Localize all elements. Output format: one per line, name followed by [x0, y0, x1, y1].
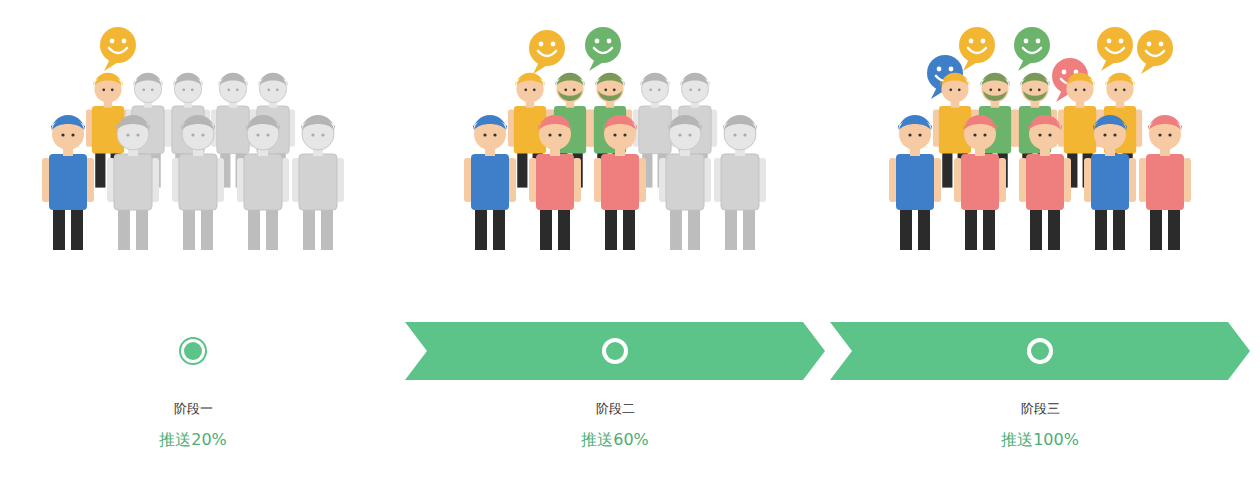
person-figure [107, 115, 159, 250]
crowd-group [889, 27, 1191, 250]
stage-step: 阶段二推送60% [405, 322, 825, 451]
crowd-group [42, 27, 344, 250]
stage-name: 阶段二 [405, 400, 825, 418]
push-ratio: 推送20% [93, 430, 293, 451]
person-figure [954, 115, 1006, 250]
person-figure [659, 115, 711, 250]
push-ratio: 推送60% [405, 430, 825, 451]
push-ratio: 推送100% [830, 430, 1250, 451]
person-figure [529, 115, 581, 250]
person-figure [1084, 115, 1136, 250]
stage-name: 阶段一 [93, 400, 293, 418]
stage-step: 阶段一推送20% [93, 322, 293, 451]
smiley-bubble [585, 27, 621, 71]
person-figure [714, 115, 766, 250]
person-figure [172, 115, 224, 250]
stage-step: 阶段三推送100% [830, 322, 1250, 451]
person-figure [464, 115, 516, 250]
person-figure [1139, 115, 1191, 250]
smiley-bubble [100, 27, 136, 71]
person-figure [889, 115, 941, 250]
stage-name: 阶段三 [830, 400, 1250, 418]
person-figure [42, 115, 94, 250]
smiley-bubble [1137, 30, 1173, 74]
person-figure [237, 115, 289, 250]
smiley-bubble [959, 27, 995, 71]
smiley-bubble [529, 30, 565, 74]
person-figure [1019, 115, 1071, 250]
person-figure [292, 115, 344, 250]
smiley-bubble [1014, 27, 1050, 71]
person-figure [594, 115, 646, 250]
crowd-group [464, 27, 766, 250]
smiley-bubble [1097, 27, 1133, 71]
